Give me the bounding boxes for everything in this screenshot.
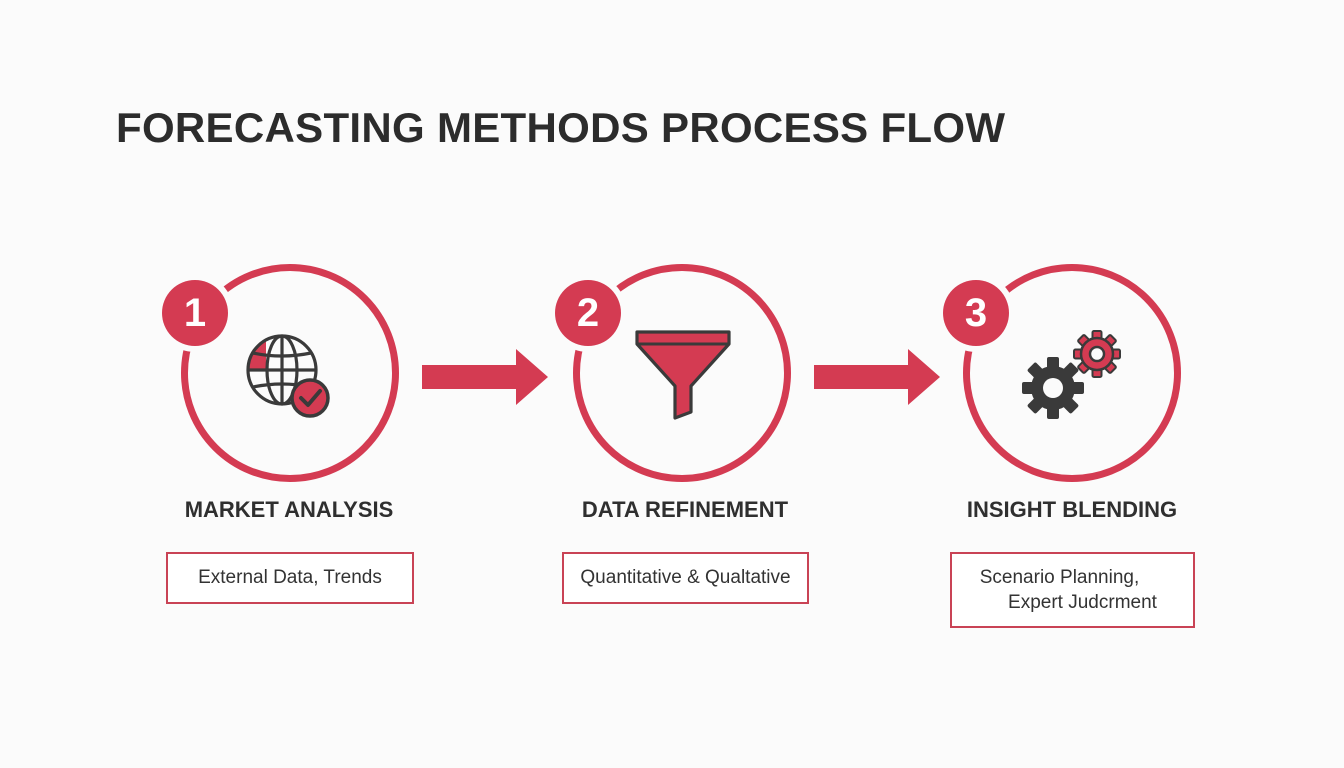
step-1-description: External Data, Trends (198, 567, 382, 588)
globe-check-icon (246, 334, 330, 418)
gears-icon (1022, 330, 1121, 419)
flow-arrow-2 (814, 349, 940, 405)
step-3-description-line-2: Expert Judcrment (1008, 592, 1157, 613)
step-3-label: INSIGHT BLENDING (966, 497, 1178, 522)
step-3-description-line-1: Scenario Planning, (979, 567, 1140, 588)
step-1-number-badge: 1 (162, 280, 228, 346)
step-3-number-badge: 3 (943, 280, 1009, 346)
flow-arrow-1 (422, 349, 548, 405)
step-2-description-box: Quantitative & Qualtative (562, 552, 809, 604)
step-1-label: MARKET ANALYSIS (184, 497, 394, 522)
step-2-description: Quantitative & Qualtative (580, 567, 791, 588)
funnel-icon (635, 330, 731, 420)
step-2-label: DATA REFINEMENT (581, 497, 789, 522)
step-3-description-box: Scenario Planning, Expert Judcrment (950, 552, 1195, 628)
step-2-number-badge: 2 (555, 280, 621, 346)
step-1-description-box: External Data, Trends (166, 552, 414, 604)
diagram-title: FORECASTING METHODS PROCESS FLOW (116, 104, 1006, 151)
